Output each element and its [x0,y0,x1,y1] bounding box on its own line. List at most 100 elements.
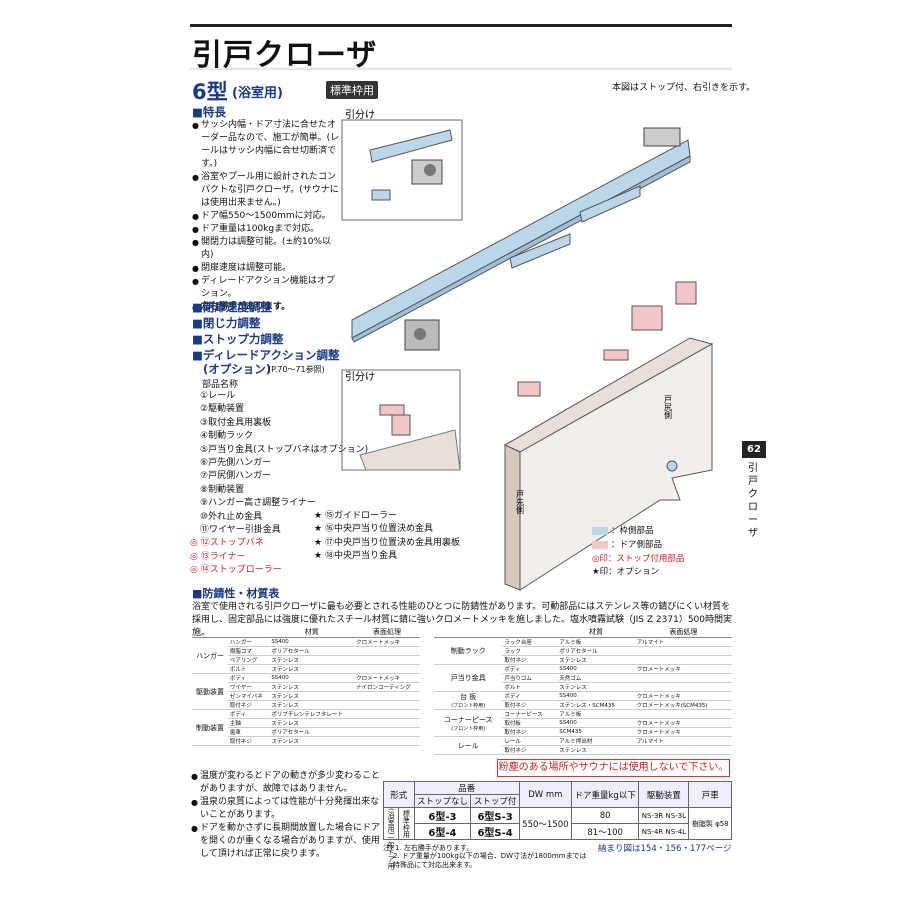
part-item-option: ⑮ガイドローラー [324,511,397,521]
material-cell [634,745,732,755]
material-cell: レール [502,736,558,746]
type-title: 6型 [192,80,228,104]
material-cell: 主軸 [227,718,270,728]
material-row: 制動ラックラック台座アルミ板アルマイト [434,637,732,665]
spec-cell: 6型-3 [413,807,472,824]
split-label-top: 引分け [345,109,375,121]
legend-door-label: ：ドア側部品 [611,540,663,550]
spec-cell: 6型S-4 [470,823,520,840]
material-group: ハンガー [195,651,224,660]
material-group: 台 板 [460,693,477,701]
note-item: ドアを動かさずに長期間放置した場合にドアを開くのが重くなる場合がありますが、使用… [191,822,381,861]
material-cell [354,664,420,674]
material-cell: ベアリング [227,655,270,665]
material-cell: クロメートメッキ [354,673,420,683]
material-cell: クロメートメッキ(SCM435) [634,700,732,710]
material-cell: ステンレス・SCM435 [557,700,635,710]
parts-title: 部品名称 [202,380,239,390]
stop-mark: ◎ [190,538,198,549]
material-cell [354,736,420,746]
option-mark: ★ [314,524,323,535]
part-item: ④制動ラック [200,431,254,442]
feature-item: 左右勝手があります。 [192,301,342,314]
material-cell: ステンレス [269,736,355,746]
material-cell: ゼンマイバネ [227,691,270,701]
material-cell: ステンレス [269,655,355,665]
material-row: 歯車ポリアセタール [192,727,420,737]
material-cell: 取付板 [502,718,558,728]
part-item: ⑨ハンガー高さ調整ライナー [200,498,316,509]
material-cell: ポリブチレンテレフタレート [269,709,355,719]
page-number: 62 [742,441,766,458]
notes-list: 温度が変わるとドアの動きが多少変わることがありますが、故障ではありません。 温泉… [191,770,381,861]
adjustment-reference: (P.70～71参照) [268,365,325,374]
material-cell: ハンガー [227,637,270,647]
rail [351,127,691,351]
material-table-right: 材質表面処理制動ラックラック台座アルミ板アルマイトラックポリアセタール取付ネジス… [434,627,732,755]
spec-header: 戸車 [688,781,732,808]
material-row: 戸当りゴム天然ゴム [434,673,732,683]
material-cell [354,691,420,701]
material-cell: ステンレス [269,682,355,692]
material-cell: ポリアセタール [269,646,355,656]
material-row: ワイヤーステンレスナイロンコーティング [192,682,420,692]
material-cell: アルマイト [634,637,732,647]
exploded-diagram: 引分け 引分け 戸尻側 戸先側 [341,109,714,591]
material-row: 取付ネジステンレス [192,700,420,710]
legend-option: ★印：オプション [592,567,660,577]
option-mark: ★ [314,537,323,548]
material-cell [354,709,420,719]
features-heading: ■特長 [192,105,226,119]
spec-group: (浴室用)一般ドア用 [382,807,400,869]
material-cell: SS400 [557,718,635,728]
material-cell [634,709,732,719]
spec-group: 標準枠用 [398,807,415,840]
spec-cell: 6型-4 [413,823,472,840]
material-cell: アルミ板 [557,637,635,647]
material-cell: ボディ [502,691,558,701]
material-cell [354,700,420,710]
feature-item: 閉扉速度は調整可能。 [192,262,342,275]
material-cell: 取付ネジ [227,700,270,710]
part-item-option: ⑱中央戸当り金具 [324,551,397,562]
page-title: 引戸クローザ [192,38,378,73]
part-item: ②駆動装置 [200,404,245,415]
part-item: ⑧制動装置 [200,484,245,495]
material-row: レールレールアルミ押出材アルマイト [434,736,732,755]
rust-title: ■防錆性・材質表 [192,587,280,600]
adjustment-item: ■ストップ力調整 [192,332,284,346]
material-cell: ナイロンコーティング [354,682,420,692]
material-cell: ボルト [227,664,270,674]
stop-mark: ◎ [190,551,198,562]
door: 戸尻側 戸先側 [503,281,714,591]
material-cell: クロメートメッキ [634,664,732,674]
material-cell [354,655,420,665]
material-row: 取付ネジステンレス [434,745,732,755]
stop-mark: ◎ [190,565,198,576]
material-cell [634,682,732,692]
feature-item: サッシ内幅・ドア寸法に合せたオーダー品なので、施工が簡単。(レールはサッシ内幅に… [192,119,342,171]
material-cell [634,673,732,683]
footnote: 2. ドア重量が100kg以下の場合、DW寸法が1800mmまでは特殊品にて対応… [393,852,587,869]
spec-subheader: ストップなし [413,794,472,808]
material-cell: ステンレス [557,655,635,665]
side-tab-label: 引戸クローザ [748,463,758,539]
material-row: 樹脂コマポリアセタール [192,646,420,656]
part-item-option: ⑰中央戸当り位置決め金具用裏板 [324,537,460,548]
legend-frame: ：枠側部品 [592,525,654,537]
material-cell: コーナーピース [502,709,558,719]
legend-stop: ◎印：ストップ付用部品 [592,554,685,564]
material-row: 取付ネジステンレス [434,655,732,665]
material-cell: 取付ネジ [502,700,558,710]
feature-item: 開閉力は調整可能。(±約10%以内) [192,236,342,262]
feature-item: 浴室やプール用に設計されたコンパクトな引戸クローザ。(サウナには使用出来ません。… [192,171,342,210]
part-item: ⑤戸当り金具(ストップバネはオプション) [200,444,369,455]
material-row: ベアリングステンレス [192,655,420,665]
material-group-sub: (フロント枠用) [451,725,486,732]
parts-list: ①レール ②駆動装置 ③取付金具用裏板 ④制動ラック ⑤戸当り金具(ストップバネ… [190,390,369,578]
